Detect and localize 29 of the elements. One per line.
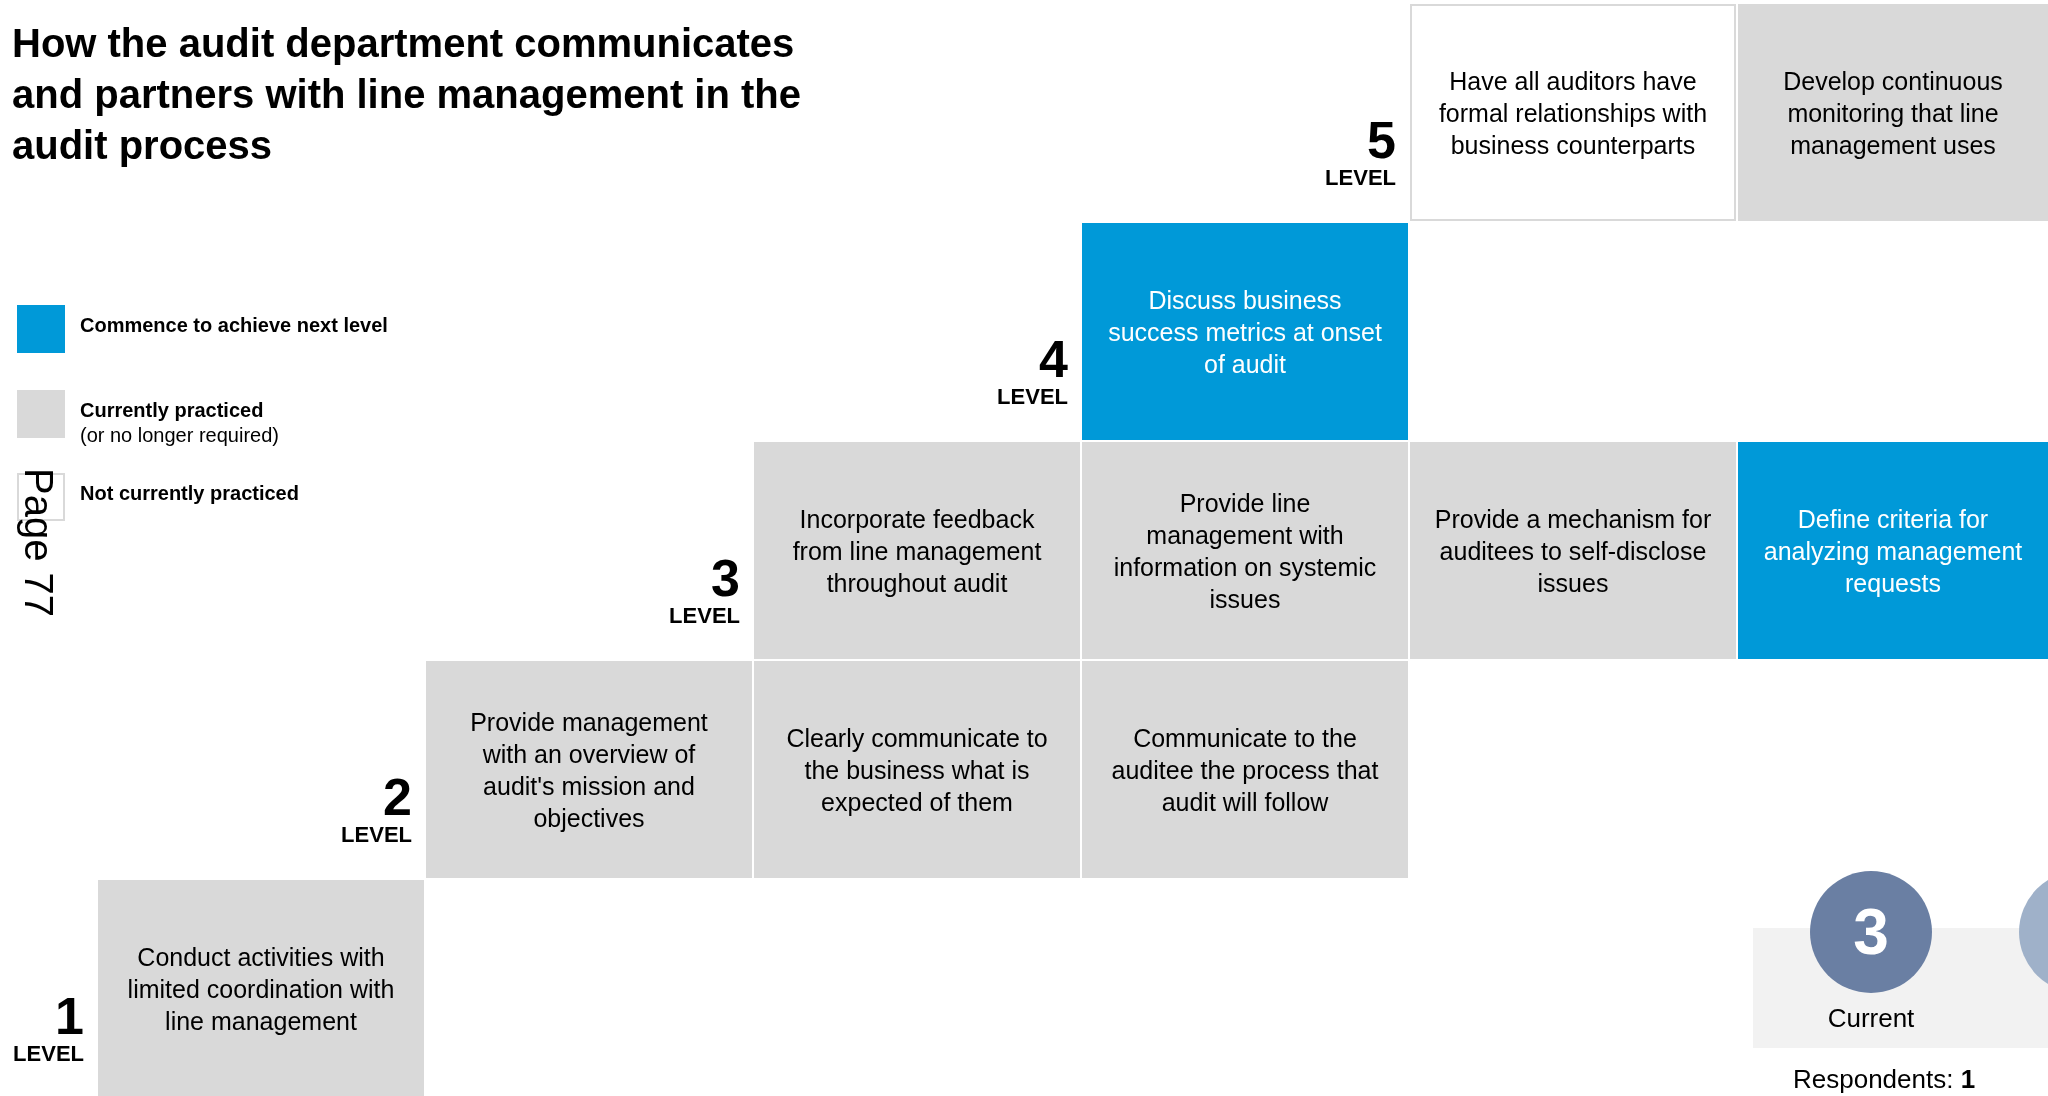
practice-cell: Have all auditors have formal relationships with business counterparts bbox=[1410, 4, 1736, 221]
practice-cell: Develop continuous monitoring that line management uses bbox=[1738, 4, 2048, 221]
title: How the audit department communicates and partners with line management in the audit process bbox=[12, 20, 803, 169]
practice-cell: Provide line management with information on systemic issues bbox=[1082, 442, 1408, 659]
practice-cell: Conduct activities with limited coordination with line management bbox=[98, 880, 424, 1096]
practice-cell: Communicate to the auditee the process that audit will follow bbox=[1082, 661, 1408, 878]
level-label: LEVEL bbox=[996, 385, 1068, 409]
practice-cell: Provide a mechanism for auditees to self-disclose issues bbox=[1410, 442, 1736, 659]
legend-label: Commence to achieve next level bbox=[80, 313, 388, 338]
level-circle: 3 bbox=[1810, 871, 1932, 993]
practice-cell: Provide management with an overview of audit's mission and objectives bbox=[426, 661, 752, 878]
level-number: 2 bbox=[382, 771, 412, 823]
legend-label: Currently practiced (or no longer required) bbox=[80, 398, 279, 448]
level-label: LEVEL bbox=[668, 604, 740, 628]
level-number: 4 bbox=[1038, 333, 1068, 385]
page-number: Page 77 bbox=[16, 468, 62, 618]
level-label: LEVEL bbox=[1324, 166, 1396, 190]
level-number: 3 bbox=[710, 552, 740, 604]
practice-cell: Incorporate feedback from line management throughout audit bbox=[754, 442, 1080, 659]
practice-cell: Define criteria for analyzing management requests bbox=[1738, 442, 2048, 659]
legend-label: Not currently practiced bbox=[80, 481, 299, 506]
practice-cell: Discuss business success metrics at onset of audit bbox=[1082, 223, 1408, 440]
circle-caption: Current bbox=[1826, 1003, 1916, 1033]
practice-cell: Clearly communicate to the business what is expected of them bbox=[754, 661, 1080, 878]
level-label: LEVEL bbox=[340, 823, 412, 847]
level-number: 5 bbox=[1366, 114, 1396, 166]
level-number: 1 bbox=[54, 990, 84, 1042]
respondents-note: Respondents: 1 bbox=[1793, 1064, 1976, 1094]
level-label: LEVEL bbox=[12, 1042, 84, 1066]
